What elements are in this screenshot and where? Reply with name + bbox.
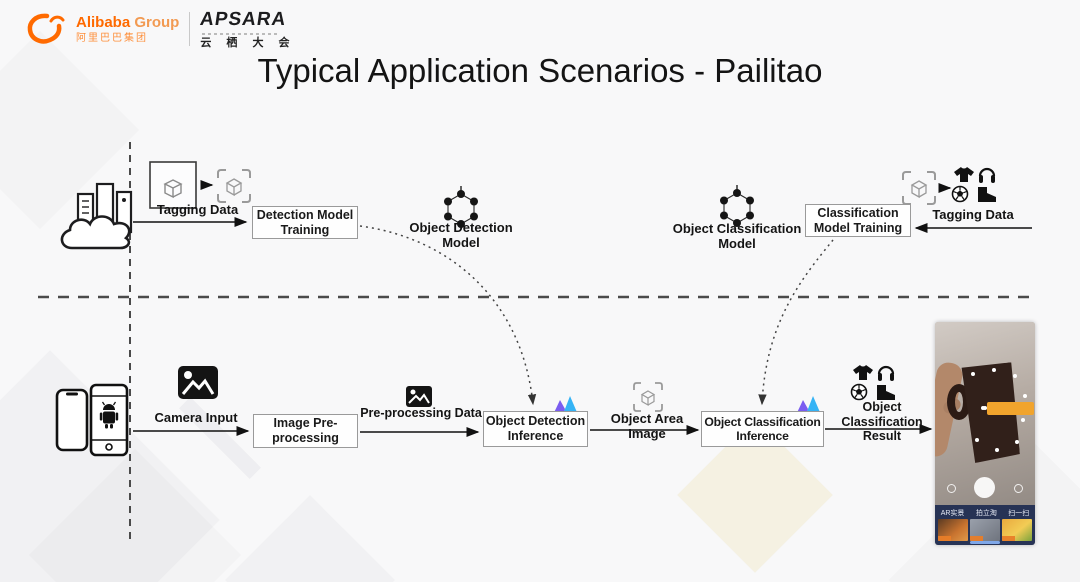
price-tag bbox=[938, 536, 951, 541]
product-categories-icon bbox=[850, 365, 895, 401]
object-classification-inference-box: Object Classification Inference bbox=[701, 411, 824, 447]
detection-dot bbox=[1023, 394, 1027, 398]
object-area-image-label: Object Area Image bbox=[610, 411, 684, 441]
camera-bottom-bar: AR实景 拍立淘 扫一扫 bbox=[935, 505, 1035, 545]
gallery-icon[interactable] bbox=[947, 484, 956, 493]
tagging-data-left-label: Tagging Data bbox=[156, 202, 239, 217]
detection-dot bbox=[1013, 374, 1017, 378]
detection-model-node-icon bbox=[444, 186, 478, 228]
recognition-banner bbox=[987, 402, 1034, 415]
camera-tabs: AR实景 拍立淘 扫一扫 bbox=[935, 505, 1035, 518]
alibaba-chinese: 阿里巴巴集团 bbox=[76, 32, 148, 44]
preprocessing-data-label: Pre-processing Data bbox=[360, 406, 482, 420]
object-detection-model-label: Object Detection Model bbox=[409, 220, 513, 250]
detection-dot bbox=[995, 448, 999, 452]
scroll-indicator bbox=[970, 541, 1000, 544]
page-title: Typical Application Scenarios - Pailitao bbox=[257, 52, 823, 89]
dotted-curve-detection-model bbox=[359, 225, 537, 406]
shutter-button[interactable] bbox=[974, 477, 995, 498]
cloud-datacenter-icon bbox=[60, 182, 133, 250]
apsara-wordmark: APSARA 云 栖 大 会 bbox=[199, 9, 296, 49]
detection-dot bbox=[992, 368, 996, 372]
result-thumbnail[interactable] bbox=[970, 519, 1000, 541]
header-logos: Alibaba Group 阿里巴巴集团 APSARA 云 栖 大 会 bbox=[26, 9, 296, 49]
logo-divider bbox=[189, 12, 191, 47]
classification-model-training-box: Classification Model Training bbox=[805, 204, 911, 237]
scan-cube-icon bbox=[633, 382, 663, 412]
alibaba-logo-icon bbox=[27, 14, 65, 45]
image-preprocessing-box: Image Pre- processing bbox=[253, 414, 358, 448]
price-tag bbox=[970, 536, 983, 541]
tagged-cube-icon bbox=[217, 169, 251, 203]
apsara-subtitle-dots bbox=[202, 32, 279, 35]
result-thumbnails bbox=[935, 518, 1035, 541]
detection-dot bbox=[975, 438, 979, 442]
price-tag bbox=[1002, 536, 1015, 541]
alibaba-suffix: Group bbox=[130, 14, 180, 32]
camera-viewfinder bbox=[935, 322, 1035, 505]
detection-model-training-box: Detection Model Training bbox=[252, 206, 358, 239]
detection-dot bbox=[983, 406, 987, 410]
tagged-cube-icon bbox=[902, 171, 936, 205]
result-thumbnail[interactable] bbox=[1002, 519, 1032, 541]
tab-pailitao[interactable]: 拍立淘 bbox=[975, 509, 997, 517]
flash-icon[interactable] bbox=[1014, 484, 1023, 493]
classification-model-node-icon bbox=[720, 185, 754, 227]
mobile-phones-icon bbox=[55, 383, 129, 457]
detection-dot bbox=[1021, 418, 1025, 422]
tab-scan[interactable]: 扫一扫 bbox=[1008, 509, 1030, 517]
dotted-curve-classification-model bbox=[758, 239, 834, 406]
tagging-data-right-label: Tagging Data bbox=[932, 207, 1014, 222]
photo-icon-small bbox=[406, 386, 432, 407]
detection-dot bbox=[971, 372, 975, 376]
alibaba-name: Alibaba bbox=[76, 14, 131, 32]
object-detection-inference-box: Object Detection Inference bbox=[483, 411, 588, 447]
product-categories-icon bbox=[951, 167, 996, 203]
detection-dot bbox=[1015, 440, 1019, 444]
object-classification-model-label: Object Classification Model bbox=[672, 221, 802, 251]
result-thumbnail[interactable] bbox=[938, 519, 968, 541]
pailitao-phone-screenshot: AR实景 拍立淘 扫一扫 bbox=[935, 322, 1035, 545]
apsara-chinese: 云 栖 大 会 bbox=[200, 36, 296, 49]
object-classification-result-label: Object Classification Result bbox=[841, 400, 923, 444]
camera-image-icon bbox=[178, 366, 218, 399]
camera-input-label: Camera Input bbox=[154, 410, 238, 425]
tab-ar[interactable]: AR实景 bbox=[940, 509, 965, 517]
dataset-box-icon bbox=[149, 161, 197, 209]
alibaba-wordmark: Alibaba Group 阿里巴巴集团 bbox=[76, 14, 180, 44]
